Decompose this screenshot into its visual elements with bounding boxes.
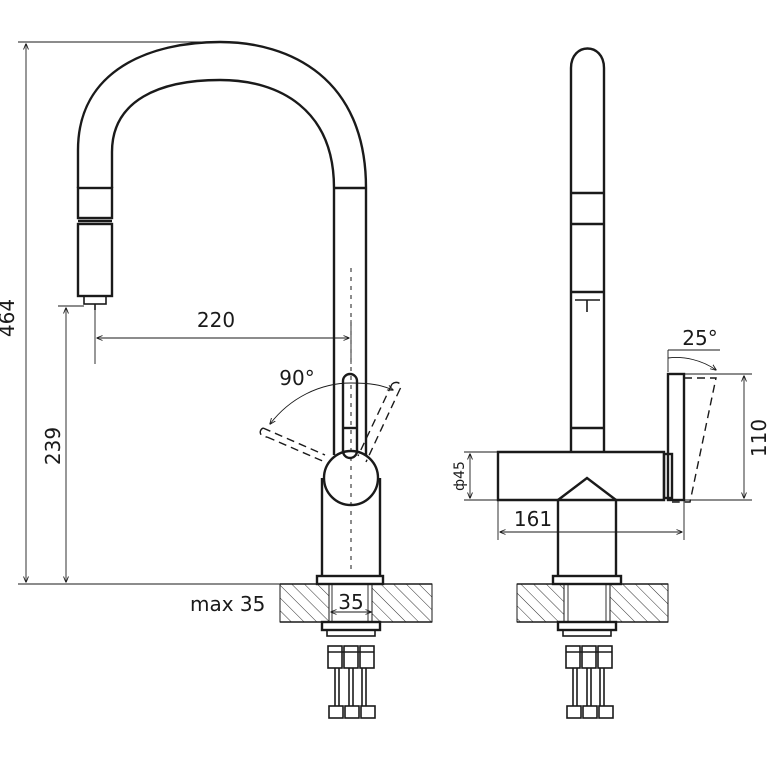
label-max-35: max 35: [190, 592, 265, 616]
side-body: [496, 450, 666, 502]
supply-hoses: [327, 645, 376, 719]
cartridge-cap: [322, 449, 380, 507]
front-view: [18, 40, 433, 719]
label-25deg: 25°: [682, 326, 717, 350]
label-220: 220: [197, 308, 235, 332]
countertop-right: [371, 583, 433, 623]
spout-outer: [76, 40, 368, 455]
label-110: 110: [747, 419, 768, 457]
aerator: [83, 295, 107, 305]
faucet-body: [320, 478, 382, 576]
handle-rotated-left: [259, 427, 326, 463]
countertop-left: [279, 583, 330, 623]
angle-arc-25: [667, 357, 716, 371]
handle: [341, 372, 359, 460]
side-spout: [569, 47, 606, 448]
side-view: [464, 47, 752, 719]
mount-nut: [320, 620, 382, 632]
side-handle: [666, 372, 686, 502]
label-d45: ф45: [452, 461, 468, 491]
spout-inner: [110, 78, 336, 455]
label-35: 35: [338, 590, 363, 614]
angle-arc-90: [270, 382, 393, 424]
side-handle-tilted: [672, 377, 717, 503]
side-supply-hoses: [565, 645, 614, 719]
label-464: 464: [0, 299, 19, 337]
handle-rotated-right: [357, 381, 402, 463]
pullout-head-upper: [76, 186, 114, 220]
base-flange: [315, 574, 385, 586]
side-base-flange: [551, 574, 623, 586]
label-239: 239: [41, 427, 65, 465]
pullout-head-lower: [76, 222, 114, 298]
label-161: 161: [514, 507, 552, 531]
label-90deg: 90°: [279, 366, 314, 390]
dimension-labels: 464 239 220 90° 35 max 35 25° 110 ф45 16…: [0, 299, 768, 616]
